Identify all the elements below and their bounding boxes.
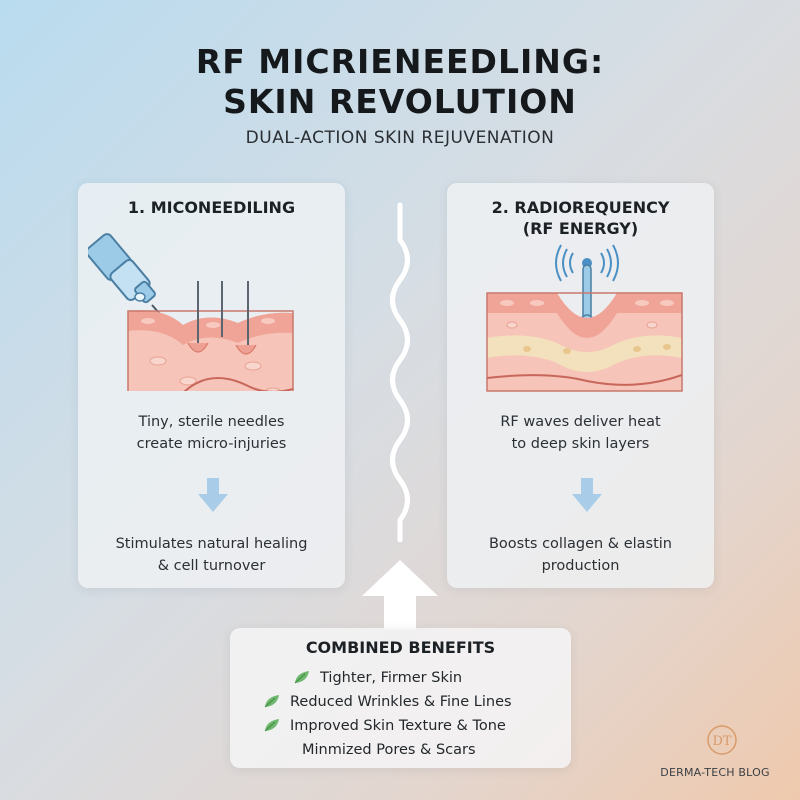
radiofrequency-card: 2. RADIOREQUENCY (RF ENERGY) <box>447 183 714 588</box>
microneedling-result-line-1: Stimulates natural healing <box>115 536 308 552</box>
radiofrequency-result-line-1: Boosts collagen & elastin <box>488 536 672 552</box>
combined-benefits-title: COMBINED BENEFITS <box>305 638 496 657</box>
microneedling-description-line-2: create micro-injuries <box>136 436 287 452</box>
skin-cross-section <box>127 281 294 391</box>
radiofrequency-heading-line-1: 2. RADIOREQUENCY <box>491 198 670 217</box>
microneedling-heading: 1. MICONEEDILING <box>127 198 296 217</box>
up-arrow-icon <box>362 560 438 630</box>
radiofrequency-description-line-2: to deep skin layers <box>511 436 650 452</box>
leaf-icon <box>264 719 279 732</box>
title-line-1: RF MICRIENEEDLING: <box>195 42 605 81</box>
radiofrequency-illustration <box>486 244 683 392</box>
brand-logo: DT <box>707 725 737 755</box>
benefit-item: Minmized Pores & Scars <box>302 740 476 760</box>
leaf-icon <box>294 671 309 684</box>
brand-name: DERMA-TECH BLOG <box>660 766 770 779</box>
radiofrequency-result: Boosts collagen & elastin production <box>447 533 714 577</box>
leaf-icon <box>264 695 279 708</box>
page-title: RF MICRIENEEDLING: SKIN REVOLUTION <box>0 42 800 122</box>
benefit-item: Reduced Wrinkles & Fine Lines <box>264 692 512 712</box>
benefit-item: Improved Skin Texture & Tone <box>264 716 506 736</box>
radiofrequency-result-line-2: production <box>541 558 620 574</box>
radiofrequency-description: RF waves deliver heat to deep skin layer… <box>447 411 714 455</box>
skin-cross-section <box>486 292 683 392</box>
combined-benefits-panel: COMBINED BENEFITS Tighter, Firmer Skin R… <box>230 628 571 768</box>
title-line-2: SKIN REVOLUTION <box>223 82 577 121</box>
radiofrequency-description-line-1: RF waves deliver heat <box>500 414 661 430</box>
microneedling-result: Stimulates natural healing & cell turnov… <box>78 533 345 577</box>
wave-divider <box>390 202 410 543</box>
benefit-label: Improved Skin Texture & Tone <box>290 718 506 734</box>
benefit-label: Reduced Wrinkles & Fine Lines <box>290 694 512 710</box>
microneedling-description: Tiny, sterile needles create micro-injur… <box>78 411 345 455</box>
benefit-label: Tighter, Firmer Skin <box>320 670 463 686</box>
microneedling-pen-icon <box>88 233 167 322</box>
microneedling-illustration <box>88 233 294 391</box>
page-subtitle: DUAL-ACTION SKIN REJUVENATION <box>245 128 555 148</box>
benefit-label: Minmized Pores & Scars <box>302 742 476 758</box>
brand-monogram: DT <box>712 734 731 749</box>
down-arrow-icon <box>572 478 602 512</box>
microneedling-result-line-2: & cell turnover <box>157 558 266 574</box>
benefit-item: Tighter, Firmer Skin <box>294 668 462 688</box>
radiofrequency-heading-line-2: (RF ENERGY) <box>522 219 639 238</box>
radiofrequency-heading: 2. RADIOREQUENCY (RF ENERGY) <box>447 197 714 239</box>
microneedling-card: 1. MICONEEDILING <box>78 183 345 588</box>
microneedling-description-line-1: Tiny, sterile needles <box>138 414 285 430</box>
down-arrow-icon <box>198 478 228 512</box>
